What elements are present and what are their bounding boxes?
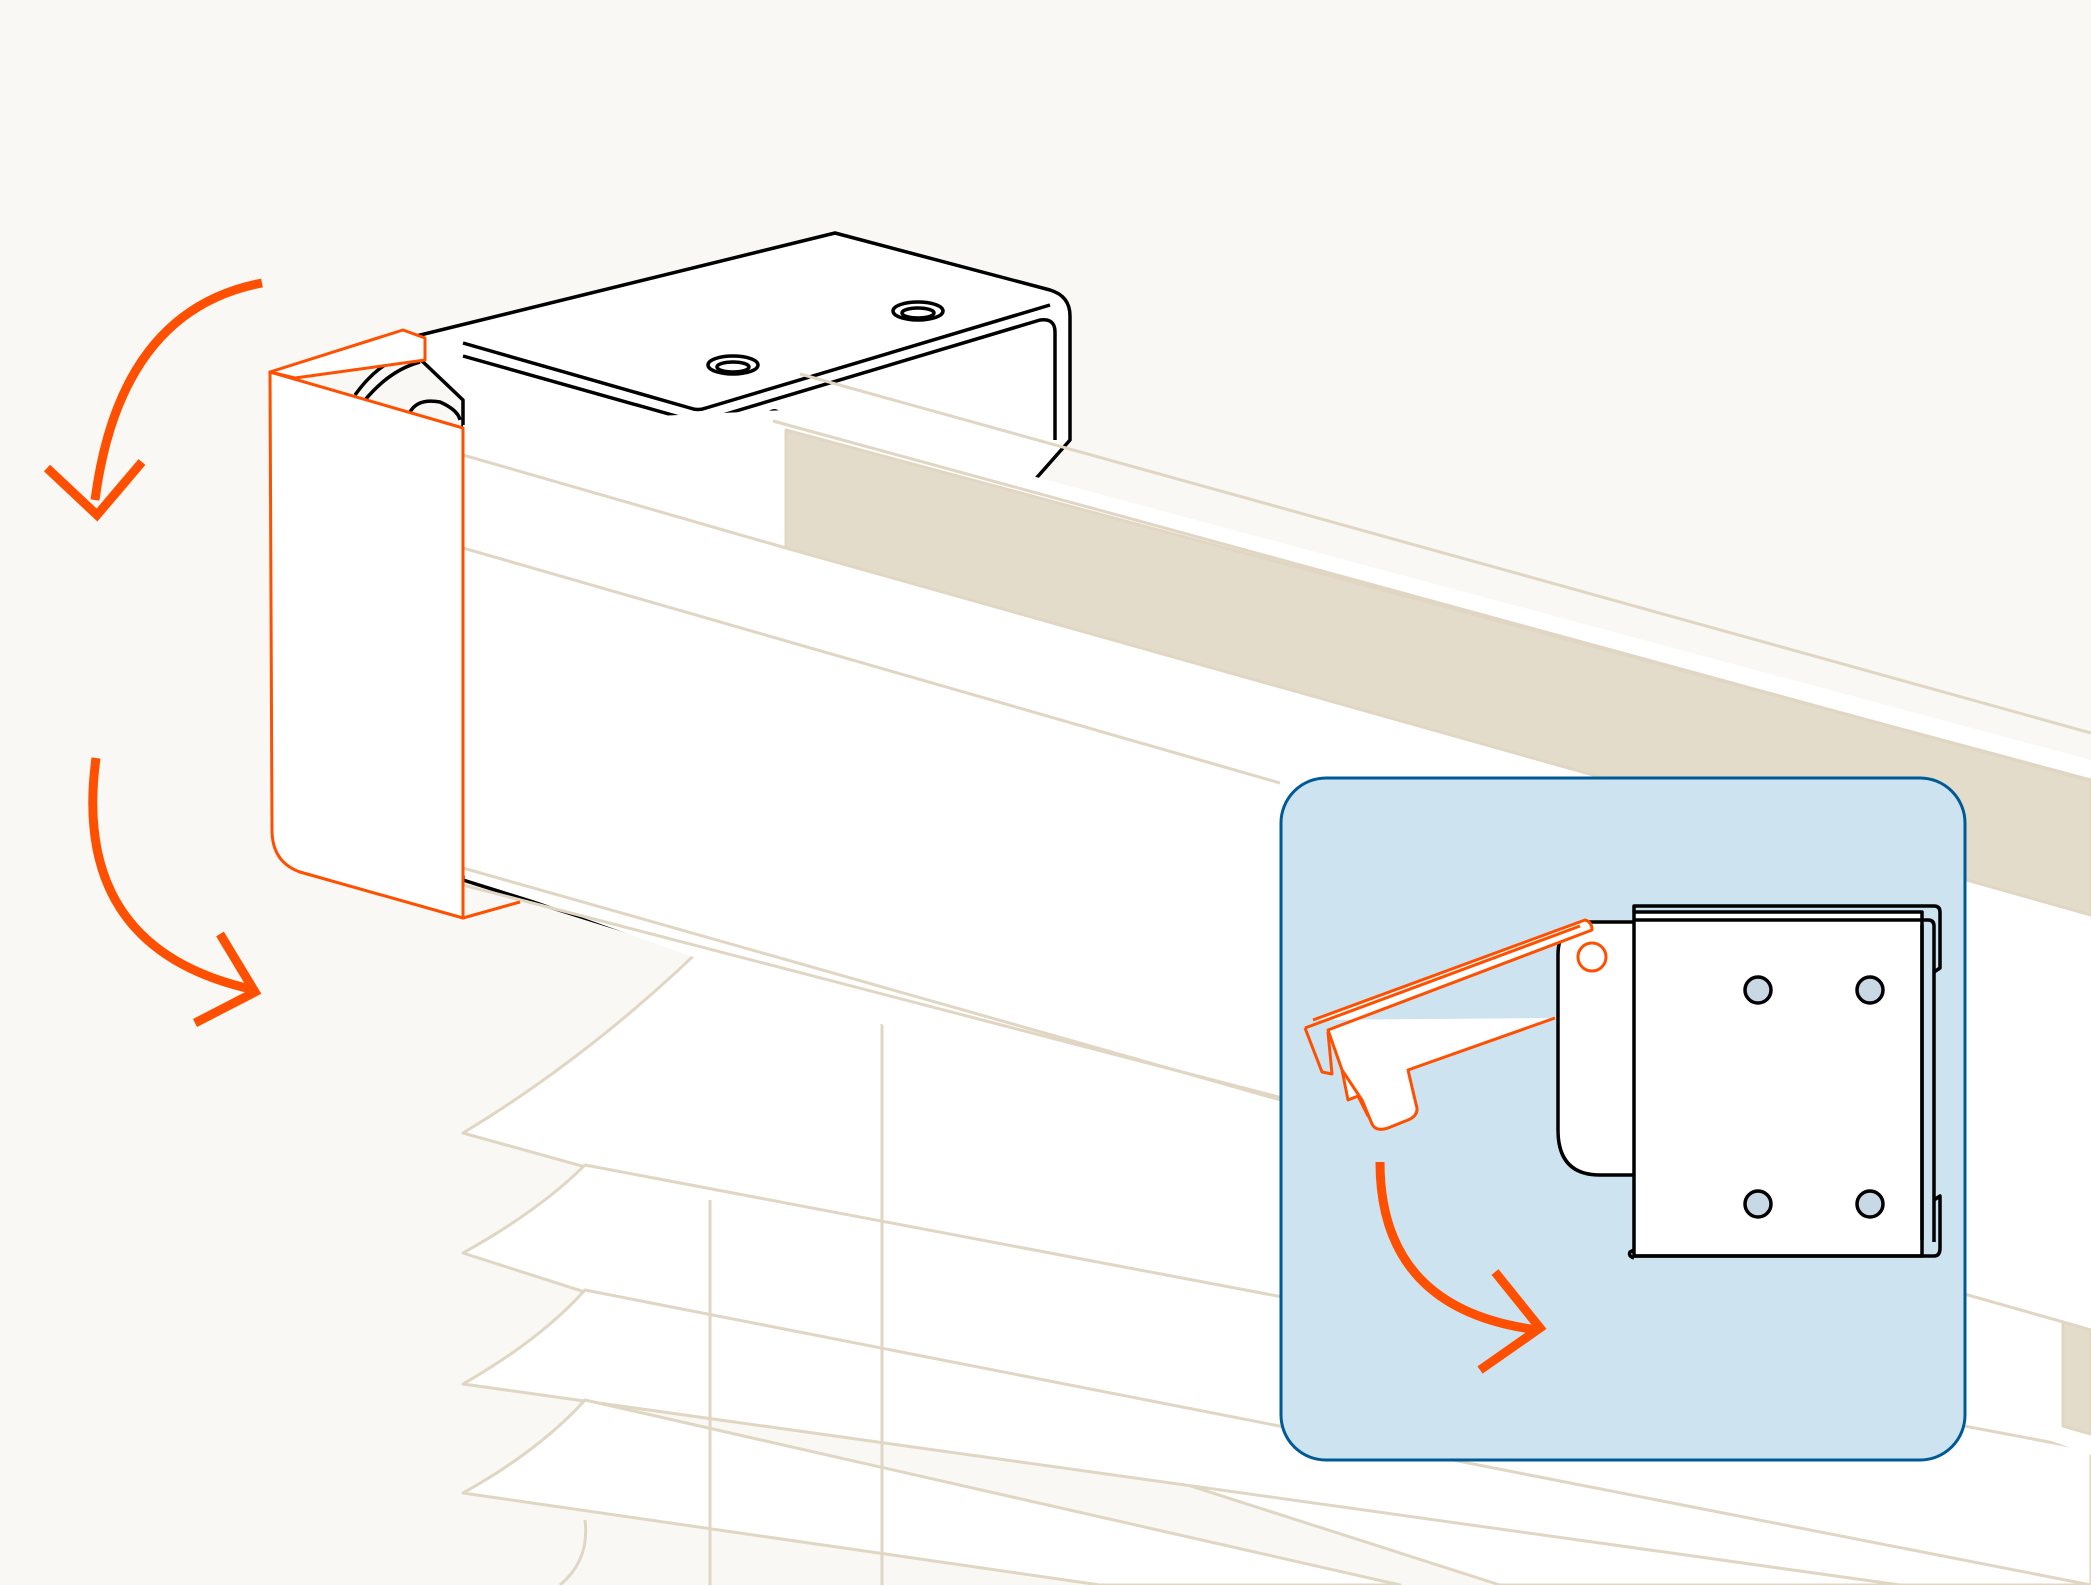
end-cap-tab-inner [1303, 924, 1581, 1076]
rotate-down-arrow-icon [1375, 1161, 1547, 1374]
blind-slat [461, 1398, 1402, 1585]
mounting-hole-icon [1743, 975, 1773, 1005]
valance-end-cap [268, 328, 521, 920]
valance-top-edge [799, 372, 2091, 735]
detail-inset [1279, 776, 1967, 1462]
rotate-down-arrow-icon [43, 278, 263, 522]
valance-end-shadow [2061, 1320, 2091, 1436]
bracket-inner-edge [462, 303, 1051, 412]
end-cap-tab-side-view [1303, 918, 1608, 1131]
arrow-head [1477, 1269, 1547, 1374]
end-cap-plate [268, 370, 465, 920]
mounting-hole-icon [1855, 975, 1885, 1005]
valance-fold-line [462, 546, 1281, 785]
end-cap-bottom-lip [462, 900, 521, 920]
arrow-head [192, 931, 262, 1027]
valance-fold-line [462, 453, 787, 550]
bracket-side-view-icon [1556, 904, 1942, 1260]
bracket-clip-rail [1627, 904, 1942, 1260]
rotate-down-arrow-icon [88, 757, 262, 1027]
mounting-hole-icon [1855, 1189, 1885, 1219]
screw-hole-icon [900, 306, 936, 320]
arrow-arc [88, 757, 256, 995]
blind-slat [461, 1288, 2091, 1585]
arrow-arc [1375, 1161, 1539, 1335]
arrow-head [43, 459, 146, 522]
slat-edge [559, 1519, 588, 1585]
arrow-arc [90, 278, 263, 501]
bracket-side-knob [408, 399, 462, 421]
pivot-hole-icon [1576, 941, 1608, 973]
mounting-hole-icon [1743, 1189, 1773, 1219]
screw-hole-icon [715, 360, 751, 374]
end-cap-tab-hook [1340, 1069, 1419, 1131]
valance-bottom-edge [462, 883, 1291, 1102]
valance-front-edge [772, 419, 2091, 783]
bracket-clip-inner [1634, 918, 1936, 1242]
ladder-cords [708, 990, 884, 1585]
